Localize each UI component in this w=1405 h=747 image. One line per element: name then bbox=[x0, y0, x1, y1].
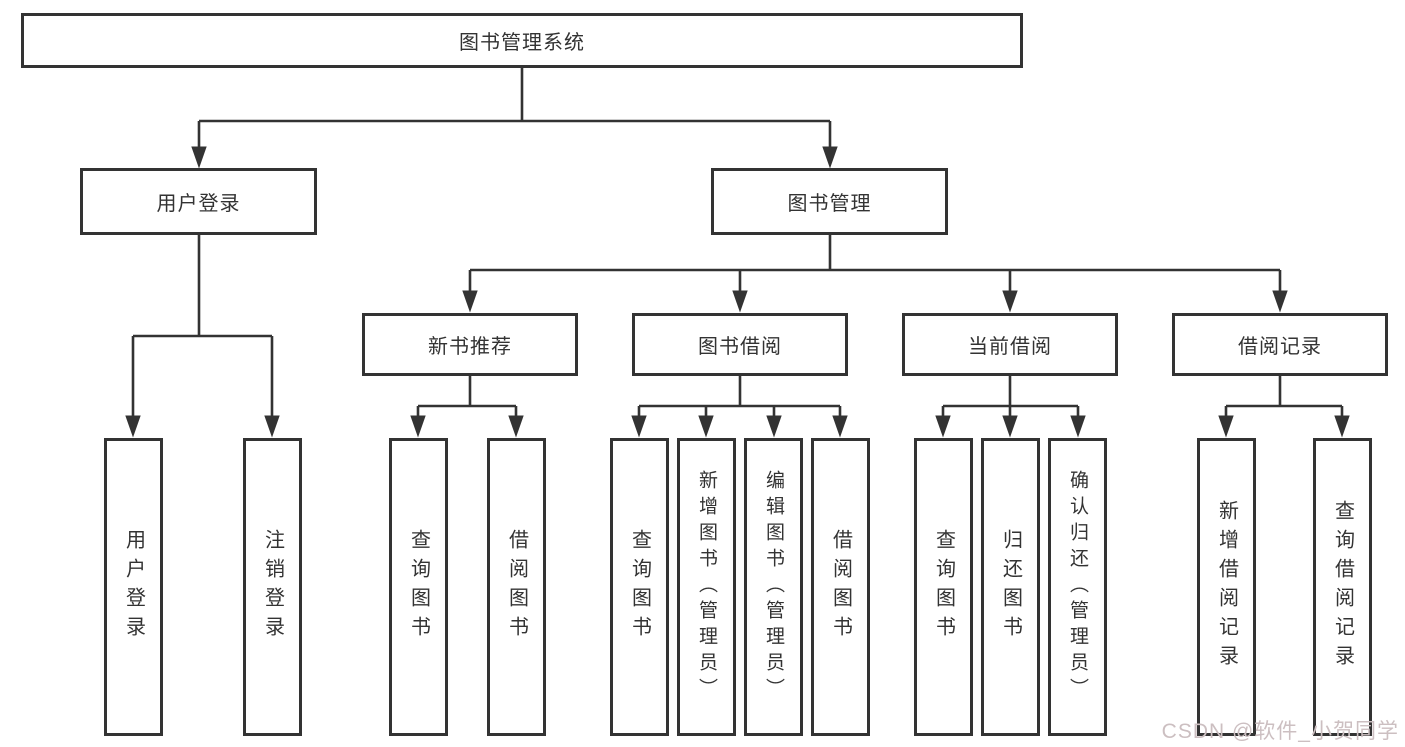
leaf-label: 查询图书 bbox=[407, 529, 430, 645]
leaf-query-borrow-record: 查询借阅记录 bbox=[1313, 438, 1372, 736]
leaf-edit-book-admin: 编辑图书（管理员） bbox=[744, 438, 803, 736]
leaf-label: 借阅图书 bbox=[505, 529, 528, 645]
leaf-confirm-return-admin: 确认归还（管理员） bbox=[1048, 438, 1107, 736]
arrowheads bbox=[125, 146, 1350, 438]
node-label: 图书借阅 bbox=[698, 336, 782, 358]
leaf-user-login: 用户登录 bbox=[104, 438, 163, 736]
leaf-add-borrow-record: 新增借阅记录 bbox=[1197, 438, 1256, 736]
csdn-watermark: CSDN @软件_小贺同学 bbox=[1161, 720, 1399, 743]
leaf-label: 编辑图书（管理员） bbox=[763, 470, 784, 704]
leaf-label: 查询借阅记录 bbox=[1331, 500, 1354, 674]
leaf-label: 新增借阅记录 bbox=[1215, 500, 1238, 674]
leaf-borrow-books-recommend: 借阅图书 bbox=[487, 438, 546, 736]
node-new-book-recommend: 新书推荐 bbox=[362, 313, 578, 376]
node-label: 图书管理 bbox=[787, 193, 872, 215]
leaf-query-books-borrowing: 查询图书 bbox=[610, 438, 669, 736]
node-label: 新书推荐 bbox=[428, 336, 512, 358]
leaf-query-books-current: 查询图书 bbox=[914, 438, 973, 736]
leaf-label: 查询图书 bbox=[932, 529, 955, 645]
node-borrowing-records: 借阅记录 bbox=[1172, 313, 1388, 376]
node-current-borrowing: 当前借阅 bbox=[902, 313, 1118, 376]
leaf-add-book-admin: 新增图书（管理员） bbox=[677, 438, 736, 736]
leaf-logout: 注销登录 bbox=[243, 438, 302, 736]
node-book-management: 图书管理 bbox=[711, 168, 948, 235]
leaf-label: 用户登录 bbox=[122, 529, 145, 645]
leaf-borrow-books: 借阅图书 bbox=[811, 438, 870, 736]
node-library-management-system: 图书管理系统 bbox=[21, 13, 1023, 68]
leaf-label: 借阅图书 bbox=[829, 529, 852, 645]
leaf-return-book: 归还图书 bbox=[981, 438, 1040, 736]
node-label: 图书管理系统 bbox=[459, 32, 585, 54]
leaf-label: 注销登录 bbox=[261, 529, 284, 645]
node-label: 当前借阅 bbox=[968, 336, 1052, 358]
node-label: 借阅记录 bbox=[1238, 336, 1322, 358]
node-label: 用户登录 bbox=[156, 193, 241, 215]
leaf-query-books-recommend: 查询图书 bbox=[389, 438, 448, 736]
node-user-login: 用户登录 bbox=[80, 168, 317, 235]
leaf-label: 归还图书 bbox=[999, 529, 1022, 645]
leaf-label: 查询图书 bbox=[628, 529, 651, 645]
leaf-label: 新增图书（管理员） bbox=[696, 470, 717, 704]
node-book-borrowing: 图书借阅 bbox=[632, 313, 848, 376]
leaf-label: 确认归还（管理员） bbox=[1067, 470, 1088, 704]
